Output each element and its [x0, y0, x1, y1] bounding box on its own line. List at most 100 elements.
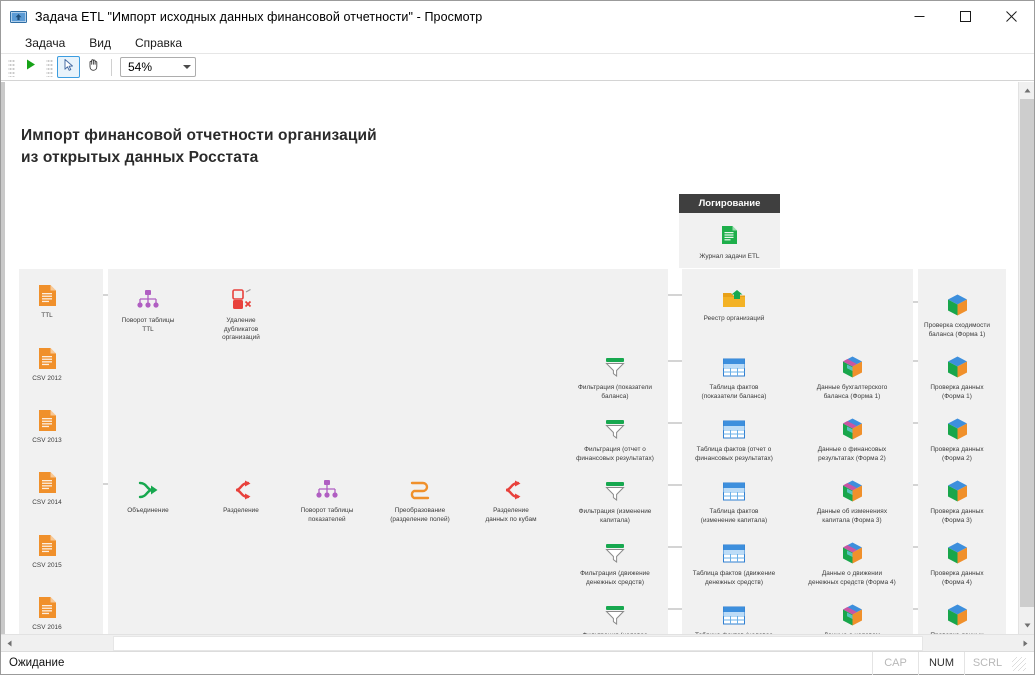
- node-label: Таблица фактов (движение денежных средст…: [692, 570, 776, 586]
- node-source-1[interactable]: TTL: [5, 282, 95, 321]
- scroll-right-button[interactable]: [1017, 635, 1034, 652]
- node-validation-3[interactable]: Проверка данных (Форма 2): [909, 416, 1005, 463]
- status-badge-scrl: SCRL: [964, 652, 1010, 675]
- node-cube-1[interactable]: Данные бухгалтерского баланса (Форма 1): [804, 354, 900, 401]
- pan-tool-button[interactable]: [82, 56, 105, 78]
- toolbar-separator: [111, 58, 112, 76]
- node-label: Данные бухгалтерского баланса (Форма 1): [816, 384, 888, 400]
- node-transform-4[interactable]: Разделение: [193, 477, 289, 516]
- menu-item-view-label: Вид: [89, 35, 111, 50]
- node-transform-7[interactable]: Разделение данных по кубам: [463, 477, 559, 524]
- minimize-button[interactable]: [896, 1, 942, 32]
- node-load-2[interactable]: Таблица фактов (показатели баланса): [686, 354, 782, 401]
- node-label: Фильтрация (целевое использования капита…: [577, 632, 654, 634]
- node-filter-5[interactable]: Фильтрация (целевое использования капита…: [567, 602, 663, 634]
- scroll-down-button[interactable]: [1019, 617, 1034, 634]
- node-cube-4[interactable]: Данные о движении денежных средств (Форм…: [804, 540, 900, 587]
- cube-color-icon: [839, 540, 865, 566]
- node-transform-2[interactable]: Удаление дубликатов организаций: [193, 287, 289, 343]
- cube-green-icon: [944, 354, 970, 380]
- file-orange-icon: [34, 345, 60, 371]
- toolbar-grip-1[interactable]: [8, 57, 15, 77]
- node-load-1[interactable]: Реестр организаций: [686, 285, 782, 324]
- node-validation-2[interactable]: Проверка данных (Форма 1): [909, 354, 1005, 401]
- node-transform-5[interactable]: Поворот таблицы показателей: [279, 477, 375, 524]
- diagram-canvas-area: Импорт финансовой отчетности организаций…: [1, 81, 1034, 634]
- scroll-up-button[interactable]: [1019, 82, 1034, 99]
- funnel-green-icon: [602, 416, 628, 442]
- horizontal-scroll-thumb[interactable]: [113, 635, 923, 651]
- maximize-button[interactable]: [942, 1, 988, 32]
- node-filter-3[interactable]: Фильтрация (изменение капитала): [567, 478, 663, 525]
- horizontal-scrollbar[interactable]: [1, 634, 1034, 651]
- node-filter-4[interactable]: Фильтрация (движение денежных средств): [567, 540, 663, 587]
- menu-bar: Задача Вид Справка: [1, 32, 1034, 54]
- play-icon: [24, 58, 37, 76]
- node-cube-3[interactable]: Данные об изменениях капитала (Форма 3): [804, 478, 900, 525]
- node-load-6[interactable]: Таблица фактов (целевое использования ка…: [686, 602, 782, 634]
- toolbar: 54%: [1, 54, 1034, 81]
- scroll-left-button[interactable]: [1, 635, 18, 652]
- table-blue-icon: [721, 416, 747, 442]
- node-validation-4[interactable]: Проверка данных (Форма 3): [909, 478, 1005, 525]
- merge-green-icon: [135, 477, 161, 503]
- node-source-6[interactable]: CSV 2016: [5, 594, 95, 633]
- node-validation-5[interactable]: Проверка данных (Форма 4): [909, 540, 1005, 587]
- node-transform-3[interactable]: Объединение: [100, 477, 196, 516]
- node-label: Фильтрация (движение денежных средств): [580, 570, 650, 586]
- node-cube-5[interactable]: Данные о целевом использовании средств (…: [804, 602, 900, 634]
- diagram-title: Импорт финансовой отчетности организаций…: [21, 125, 377, 169]
- status-badge-num: NUM: [918, 652, 964, 675]
- close-button[interactable]: [988, 1, 1034, 32]
- node-label: TTL: [41, 312, 53, 319]
- node-label: Таблица фактов (изменение капитала): [700, 508, 768, 524]
- cube-green-icon: [944, 292, 970, 318]
- node-source-2[interactable]: CSV 2012: [5, 345, 95, 384]
- node-load-3[interactable]: Таблица фактов (отчет о финансовых резул…: [686, 416, 782, 463]
- node-label: Таблица фактов (показатели баланса): [701, 384, 767, 400]
- chevron-down-icon[interactable]: [178, 58, 195, 76]
- menu-item-task-label: Задача: [25, 35, 66, 50]
- toolbar-grip-2[interactable]: [46, 57, 53, 77]
- node-transform-6[interactable]: Преобразование (разделение полей): [372, 477, 468, 524]
- cube-green-icon: [944, 602, 970, 628]
- node-source-3[interactable]: CSV 2013: [5, 407, 95, 446]
- vertical-scroll-thumb[interactable]: [1020, 99, 1034, 607]
- vertical-scrollbar[interactable]: [1018, 82, 1034, 634]
- node-transform-1[interactable]: Поворот таблицы TTL: [100, 287, 196, 334]
- node-filter-1[interactable]: Фильтрация (показатели баланса): [567, 354, 663, 401]
- zoom-combobox[interactable]: 54%: [120, 57, 196, 77]
- phase-band-2: [108, 269, 668, 634]
- menu-item-view[interactable]: Вид: [79, 34, 121, 52]
- node-source-5[interactable]: CSV 2015: [5, 532, 95, 571]
- logging-item-label: Журнал задачи ETL: [699, 252, 760, 260]
- node-load-5[interactable]: Таблица фактов (движение денежных средст…: [686, 540, 782, 587]
- menu-item-task[interactable]: Задача: [15, 34, 75, 52]
- node-validation-1[interactable]: Проверка сходимости баланса (Форма 1): [909, 292, 1005, 339]
- node-label: Проверка данных (Форма 6): [930, 632, 983, 634]
- node-label: CSV 2012: [32, 375, 62, 382]
- horizontal-scroll-track[interactable]: [18, 635, 1017, 652]
- node-label: Проверка данных (Форма 3): [930, 508, 984, 524]
- node-source-4[interactable]: CSV 2014: [5, 469, 95, 508]
- node-validation-6[interactable]: Проверка данных (Форма 6): [909, 602, 1005, 634]
- node-filter-2[interactable]: Фильтрация (отчет о финансовых результат…: [567, 416, 663, 463]
- title-bar: Задача ETL "Импорт исходных данных финан…: [1, 1, 1034, 32]
- node-cube-2[interactable]: Данные о финансовых результатах (Форма 2…: [804, 416, 900, 463]
- node-label: Проверка сходимости баланса (Форма 1): [923, 322, 991, 338]
- resize-grip[interactable]: [1012, 656, 1026, 671]
- file-orange-icon: [34, 407, 60, 433]
- select-tool-button[interactable]: [57, 56, 80, 78]
- logging-group-body[interactable]: Журнал задачи ETL: [679, 213, 780, 268]
- node-label: Фильтрация (изменение капитала): [578, 508, 652, 524]
- cube-green-icon: [944, 478, 970, 504]
- status-indicators: CAP NUM SCRL: [872, 652, 1026, 675]
- menu-item-help[interactable]: Справка: [125, 34, 192, 52]
- run-button[interactable]: [19, 56, 42, 78]
- node-label: Разделение: [223, 507, 259, 514]
- node-load-4[interactable]: Таблица фактов (изменение капитала): [686, 478, 782, 525]
- status-message: Ожидание: [9, 657, 65, 669]
- node-label: Разделение данных по кубам: [485, 507, 537, 523]
- diagram-canvas[interactable]: Импорт финансовой отчетности организаций…: [1, 82, 1019, 634]
- logging-group: Логирование: [679, 194, 780, 268]
